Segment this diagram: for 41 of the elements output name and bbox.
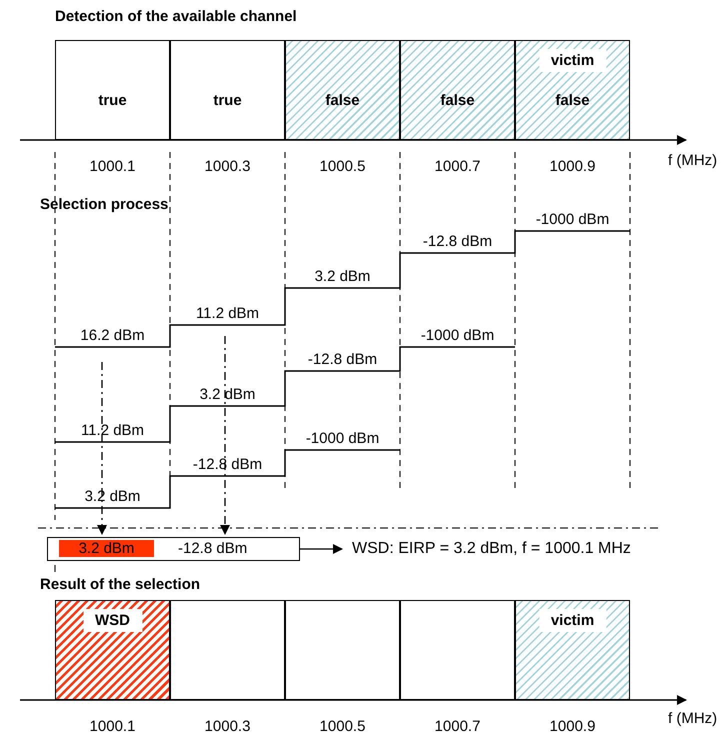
power-level-label: -12.8 dBm <box>308 351 378 368</box>
frequency-label: 1000.9 <box>550 158 596 175</box>
power-level-label: -1000 dBm <box>306 430 380 447</box>
axis-unit-label: f (MHz) <box>668 152 718 169</box>
section-heading: Selection process <box>40 196 168 213</box>
frequency-label: 1000.3 <box>204 158 250 175</box>
power-level-label: -1000 dBm <box>536 211 610 228</box>
channel-label: WSD <box>83 609 142 632</box>
power-level-label: 16.2 dBm <box>80 327 145 344</box>
channel-label: false <box>324 91 361 111</box>
channel-label: victim <box>538 49 606 72</box>
power-level-label: 11.2 dBm <box>80 422 144 439</box>
channel-label: false <box>554 91 591 111</box>
frequency-label: 1000.5 <box>320 158 366 175</box>
power-level-label: -1000 dBm <box>420 327 494 344</box>
power-list-bar <box>47 537 300 561</box>
frequency-label: 1000.3 <box>204 718 250 735</box>
power-value: -12.8 dBm <box>178 540 248 557</box>
arrow <box>300 544 343 554</box>
result-text: WSD: EIRP = 3.2 dBm, f = 1000.1 MHz <box>352 540 712 560</box>
power-level-label: 11.2 dBm <box>196 305 260 322</box>
power-level-label: -12.8 dBm <box>422 233 492 250</box>
selected-power-value: 3.2 dBm <box>59 540 154 557</box>
section-heading: Detection of the available channel <box>55 8 297 25</box>
power-level-label: 3.2 dBm <box>200 386 256 403</box>
power-level-label: 3.2 dBm <box>314 268 370 285</box>
arrow <box>97 362 107 535</box>
frequency-label: 1000.7 <box>434 718 480 735</box>
channel-label: true <box>97 91 128 111</box>
axis-unit-label: f (MHz) <box>668 710 718 727</box>
arrow <box>220 336 230 535</box>
section-heading: Result of the selection <box>40 576 200 593</box>
frequency-label: 1000.7 <box>434 158 480 175</box>
channel-label: true <box>212 91 243 111</box>
power-level-label: 3.2 dBm <box>84 488 140 505</box>
channel-label: victim <box>538 609 606 632</box>
frequency-label: 1000.1 <box>90 718 136 735</box>
frequency-label: 1000.1 <box>90 158 136 175</box>
frequency-label: 1000.9 <box>550 718 596 735</box>
channel-label: false <box>439 91 476 111</box>
frequency-label: 1000.5 <box>320 718 366 735</box>
